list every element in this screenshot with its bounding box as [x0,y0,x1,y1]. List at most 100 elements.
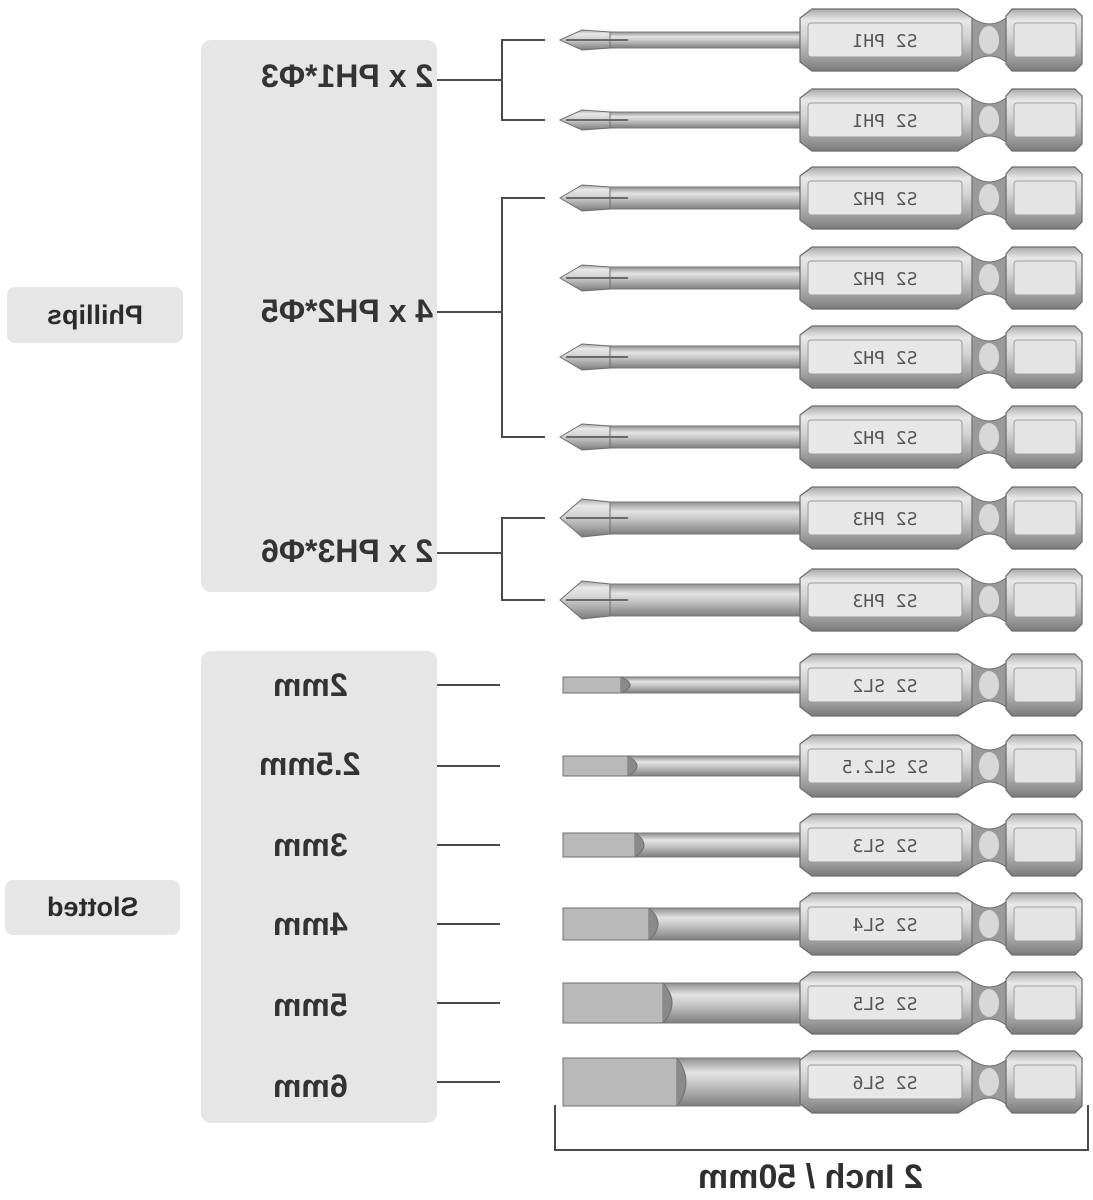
bit-sl-8: S2 SL2 [562,653,1083,717]
bit-shaft [597,345,801,369]
bit-shank-facet [1013,260,1077,296]
dimension-bracket [554,1105,1089,1151]
bit-shank-facet [1013,582,1077,618]
bit-ph-7: S2 PH3 [559,568,1083,632]
slotted-tip-taper [634,832,645,858]
slotted-group-panel [201,651,437,1123]
bit-ph-6: S2 PH3 [559,486,1083,550]
bit-neck-highlight [979,752,999,780]
bit-ph-5: S2 PH2 [559,405,1083,469]
bit-label-plate [807,180,963,216]
bit-label: S2 PH3 [852,509,917,530]
bit-label: S2 PH2 [852,189,917,210]
bit-shank-facet [1013,419,1077,455]
bit-neck-highlight [979,831,999,859]
bit-neck-highlight [979,989,999,1017]
bit-shaft [597,186,801,210]
bracket-ph2 [501,197,545,438]
bit-ph-4: S2 PH2 [559,325,1083,389]
bit-label-plate [807,419,963,455]
bit-shank-facet [1013,22,1077,58]
bit-label-plate [807,827,963,863]
bit-shank-facet [1013,339,1077,375]
bracket-ph3 [501,517,545,601]
bit-label: S2 PH1 [852,111,917,132]
bit-shank-facet [1013,500,1077,536]
slotted-tip-flat [562,755,629,777]
slotted-tip-taper [648,907,659,941]
bit-shaft [597,501,801,535]
bit-label-plate [807,260,963,296]
bit-shank-facet [1013,827,1077,863]
bit-shank-facet [1013,667,1077,703]
slotted-tip-taper [620,676,631,694]
bit-shaft [597,111,801,129]
bit-label-plate [807,1064,963,1100]
bit-neck-highlight [979,264,999,292]
slotted-tip-flat [562,1057,678,1107]
slotted-tip-flat [562,832,636,858]
bit-shank-facet [1013,906,1077,942]
bit-neck-highlight [979,26,999,54]
bit-ph-0: S2 PH1 [558,8,1083,72]
slotted-tip-taper [676,1057,687,1107]
bit-shank-facet [1013,1064,1077,1100]
bit-label: S2 SL4 [852,915,917,936]
bit-neck-highlight [979,1068,999,1096]
bit-label-plate [807,906,963,942]
bit-label-plate [807,582,963,618]
bit-label: S2 SL6 [852,1073,917,1094]
bit-sl-11: S2 SL4 [562,892,1083,956]
bit-ph-1: S2 PH1 [558,88,1083,152]
slotted-tip-flat [562,907,650,941]
slotted-tip-flat [562,982,664,1024]
bit-neck-highlight [979,106,999,134]
bit-sl-10: S2 SL3 [562,813,1083,877]
bit-label: S2 SL2 [852,676,917,697]
bit-label: S2 PH2 [852,428,917,449]
bit-shaft [597,266,801,290]
bit-sl-13: S2 SL6 [562,1050,1083,1114]
bit-label: S2 PH1 [852,31,917,52]
bracket-ph1 [501,39,545,121]
bit-label: S2 SL2.5 [842,757,929,778]
bit-ph-3: S2 PH2 [559,246,1083,310]
bit-neck-highlight [979,423,999,451]
bit-label-plate [807,748,963,784]
bit-label-plate [807,102,963,138]
bit-label: S2 PH3 [852,591,917,612]
bit-label: S2 SL3 [852,836,917,857]
bit-sl-9: S2 SL2.5 [562,734,1083,798]
bit-neck-highlight [979,184,999,212]
bit-neck-highlight [979,504,999,532]
bit-label: S2 PH2 [852,269,917,290]
bit-neck-highlight [979,671,999,699]
bit-shank-facet [1013,102,1077,138]
bit-label-plate [807,985,963,1021]
bit-shank-facet [1013,748,1077,784]
bit-label-plate [807,667,963,703]
bit-label-plate [807,22,963,58]
bit-shaft [597,583,801,617]
bit-ph-2: S2 PH2 [559,166,1083,230]
bit-label-plate [807,339,963,375]
bit-shaft [597,425,801,449]
bit-shank-facet [1013,985,1077,1021]
category-phillips: Phillips [7,287,183,343]
bit-neck-highlight [979,586,999,614]
bit-shank-facet [1013,180,1077,216]
bit-label: S2 PH2 [852,348,917,369]
category-slotted: Slotted [5,880,180,935]
slotted-tip-flat [562,676,622,694]
bit-shaft [597,31,801,49]
bit-neck-highlight [979,343,999,371]
bit-label: S2 SL5 [852,994,917,1015]
slotted-tip-taper [627,755,638,777]
bit-sl-12: S2 SL5 [562,971,1083,1035]
slotted-tip-taper [662,982,673,1024]
phillips-group-panel [201,40,437,592]
bit-neck-highlight [979,910,999,938]
bit-label-plate [807,500,963,536]
